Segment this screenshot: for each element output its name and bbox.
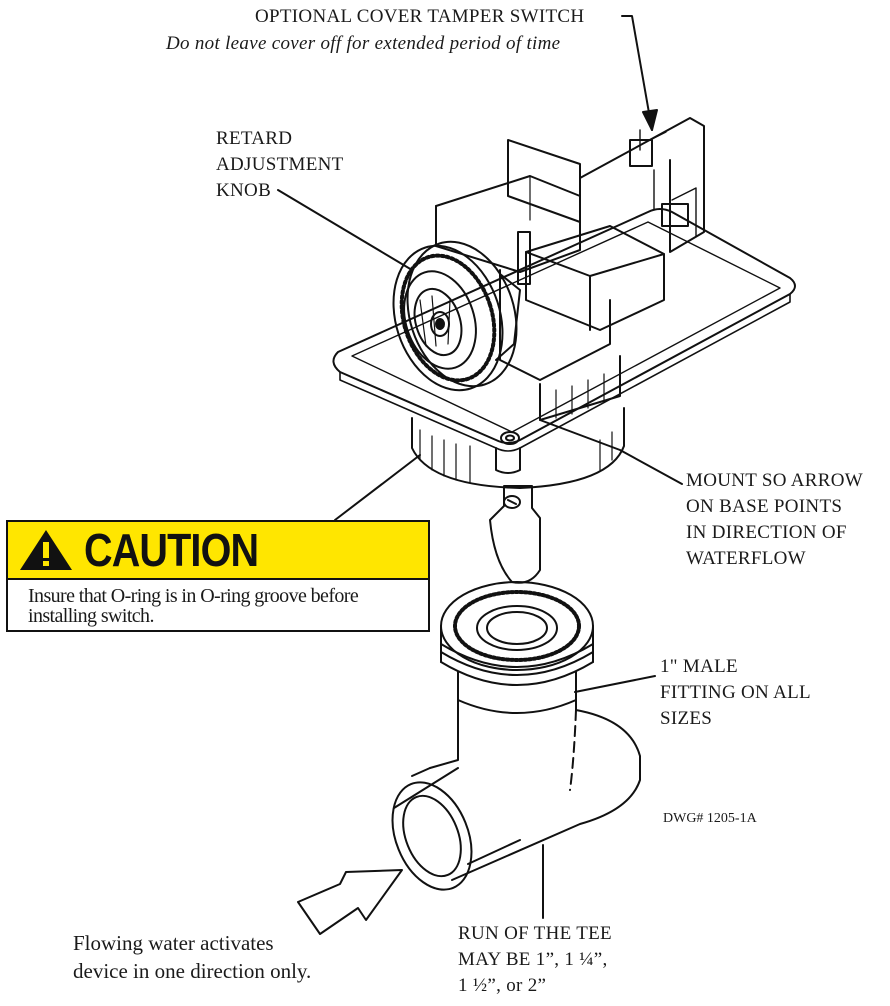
retard-label-line: ADJUSTMENT — [216, 154, 344, 175]
leader-lines — [277, 15, 683, 919]
paddle — [489, 485, 541, 584]
retard-label-line: KNOB — [216, 180, 272, 201]
caution-text-line: installing switch. — [28, 605, 154, 627]
mount-label-line: ON BASE POINTS — [686, 496, 843, 517]
run-label-line: MAY BE 1”, 1 ¼”, — [458, 949, 608, 970]
male-fitting — [440, 581, 594, 714]
run-label-line: RUN OF THE TEE — [458, 923, 612, 944]
pipe-tee — [391, 699, 641, 891]
retard-knob-label: RETARD ADJUSTMENT KNOB — [216, 126, 344, 204]
fitting-label-line: FITTING ON ALL — [660, 682, 811, 703]
caution-banner: CAUTION — [8, 522, 428, 580]
base-housing — [411, 407, 625, 489]
switch-body — [435, 117, 705, 421]
mount-label-line: IN DIRECTION OF — [686, 522, 847, 543]
tamper-switch-label: OPTIONAL COVER TAMPER SWITCH — [255, 6, 585, 27]
flow-note-line: Flowing water activates — [73, 931, 274, 955]
tamper-switch-note: Do not leave cover off for extended peri… — [166, 33, 561, 54]
caution-box: CAUTION Insure that O-ring is in O-ring … — [6, 520, 430, 632]
fitting-label-line: SIZES — [660, 708, 713, 729]
mount-label-line: WATERFLOW — [686, 548, 806, 569]
caution-text: Insure that O-ring is in O-ring groove b… — [8, 580, 428, 626]
run-of-tee-label: RUN OF THE TEE MAY BE 1”, 1 ¼”, 1 ½”, or… — [458, 921, 612, 999]
retard-knob — [392, 240, 521, 392]
caution-title: CAUTION — [84, 524, 259, 576]
caution-text-line: Insure that O-ring is in O-ring groove b… — [28, 585, 359, 607]
drawing-number: DWG# 1205-1A — [663, 811, 757, 826]
mount-label-line: MOUNT SO ARROW — [686, 470, 863, 491]
run-label-line: 1 ½”, or 2” — [458, 975, 547, 996]
fitting-label-line: 1" MALE — [660, 656, 738, 677]
mounting-plate — [332, 208, 796, 452]
flow-arrow — [297, 869, 403, 935]
mount-direction-label: MOUNT SO ARROW ON BASE POINTS IN DIRECTI… — [686, 468, 863, 572]
flow-note: Flowing water activates device in one di… — [73, 929, 311, 985]
warning-triangle-icon — [20, 530, 72, 570]
fitting-label: 1" MALE FITTING ON ALL SIZES — [660, 654, 811, 732]
retard-label-line: RETARD — [216, 128, 293, 149]
flow-note-line: device in one direction only. — [73, 959, 312, 983]
